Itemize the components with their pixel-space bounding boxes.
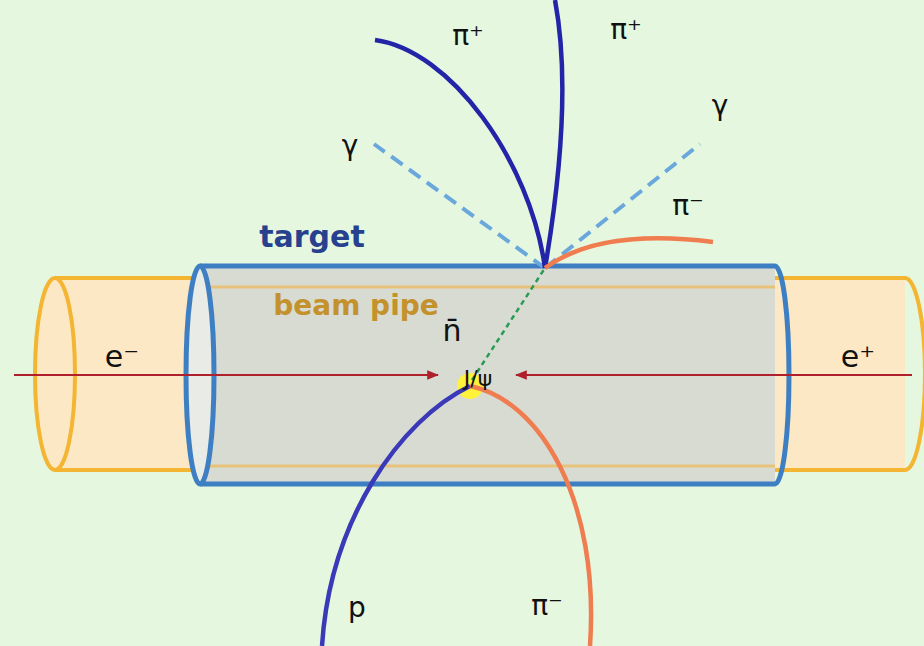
pion-track — [470, 386, 591, 646]
particle-label: e⁺ — [841, 340, 875, 373]
particle-label: p — [348, 593, 366, 624]
particle-label: n̄ — [442, 314, 461, 347]
beam-pipe-inner-edge — [200, 286, 775, 289]
particle-label: π⁺ — [452, 21, 484, 52]
particle-label: e⁻ — [105, 340, 139, 373]
positron-beam — [516, 374, 912, 376]
particle-label: π⁻ — [672, 191, 704, 222]
particle-label: π⁺ — [610, 15, 642, 46]
target-edge — [200, 264, 775, 269]
photon-track — [374, 144, 545, 268]
pion-track — [545, 0, 562, 268]
pion-track — [545, 238, 713, 268]
proton-track — [322, 386, 470, 646]
particle-label: J/ψ — [464, 367, 492, 391]
pion-track — [375, 40, 545, 268]
particle-label: γ — [342, 131, 359, 162]
electron-beam — [14, 374, 438, 376]
beam-pipe-inner-edge — [200, 465, 775, 468]
particle-label: γ — [712, 91, 729, 122]
part-label: target — [259, 220, 365, 253]
antineutron-track — [472, 268, 545, 380]
part-label: beam pipe — [273, 291, 439, 322]
target-edge — [200, 482, 775, 487]
particle-label: π⁻ — [531, 591, 563, 622]
